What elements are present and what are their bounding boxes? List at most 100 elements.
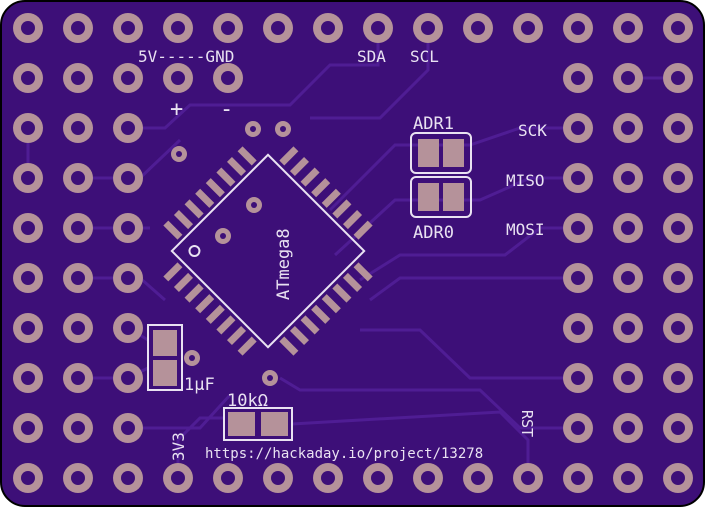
chip-label: ATmega8 [274, 228, 294, 300]
copper-trace [279, 376, 578, 430]
through-hole-pad [13, 413, 43, 443]
v33-label: 3V3 [169, 432, 188, 461]
through-hole-pad [563, 313, 593, 343]
through-hole-pad [13, 113, 43, 143]
through-hole-pad [663, 413, 693, 443]
resistor-footprint [223, 407, 293, 441]
chip-pin [237, 146, 257, 166]
through-hole-pad [63, 363, 93, 393]
through-hole-pad [313, 463, 343, 493]
through-hole-pad [463, 13, 493, 43]
chip-pin [173, 272, 194, 293]
through-hole-pad [63, 163, 93, 193]
chip-pin [289, 325, 310, 346]
through-hole-pad [613, 13, 643, 43]
through-hole-pad [563, 263, 593, 293]
chip-pin [205, 304, 225, 324]
chip-pin [321, 188, 341, 208]
chip-pin [195, 188, 215, 208]
copper-trace [333, 176, 578, 257]
through-hole-pad [563, 163, 593, 193]
copper-trace [128, 393, 232, 430]
through-hole-pad [313, 13, 343, 43]
through-hole-pad [613, 463, 643, 493]
through-hole-pad [613, 213, 643, 243]
through-hole-pad [63, 113, 93, 143]
copper-trace [369, 276, 578, 302]
through-hole-pad [563, 213, 593, 243]
through-hole-pad [613, 113, 643, 143]
through-hole-pad [563, 413, 593, 443]
through-hole-pad [13, 13, 43, 43]
adr1-jumper [410, 132, 472, 174]
through-hole-pad [13, 213, 43, 243]
through-hole-pad [163, 63, 193, 93]
chip-pin [195, 294, 215, 314]
through-hole-pad [113, 263, 143, 293]
through-hole-pad [563, 113, 593, 143]
copper-trace [291, 410, 530, 478]
through-hole-pad [13, 463, 43, 493]
chip-body-outline [170, 153, 366, 349]
through-hole-pad [513, 13, 543, 43]
rst-label: RST [518, 410, 536, 437]
through-hole-pad [63, 413, 93, 443]
miso-label: MISO [506, 171, 545, 190]
through-hole-pad [213, 463, 243, 493]
chip-pin1-marker [188, 245, 201, 257]
chip-pin [216, 167, 236, 187]
through-hole-pad [13, 263, 43, 293]
through-hole-pad [113, 363, 143, 393]
adr0-label: ADR0 [413, 223, 454, 243]
through-hole-pad [663, 313, 693, 343]
through-hole-pad [63, 463, 93, 493]
through-hole-pad [113, 13, 143, 43]
copper-trace [310, 28, 430, 120]
adr1-label: ADR1 [413, 114, 454, 134]
through-hole-pad [563, 463, 593, 493]
chip-pin [184, 199, 204, 219]
through-hole-pad [263, 13, 293, 43]
through-hole-pad [13, 163, 43, 193]
chip-pin [300, 167, 320, 187]
through-hole-pad [163, 13, 193, 43]
through-hole-pad [263, 463, 293, 493]
through-hole-pad [113, 113, 143, 143]
through-hole-pad [613, 413, 643, 443]
scl-label: SCL [410, 47, 439, 66]
sda-label: SDA [357, 47, 386, 66]
through-hole-pad [63, 213, 93, 243]
through-hole-pad [563, 363, 593, 393]
copper-trace [128, 28, 380, 130]
resistor-label: 10kΩ [227, 391, 268, 411]
chip-pin [173, 209, 194, 230]
through-hole-pad [13, 363, 43, 393]
through-hole-pad [113, 413, 143, 443]
chip-pin [342, 272, 363, 293]
through-hole-pad [13, 63, 43, 93]
copper-trace [359, 226, 578, 282]
through-hole-pad [63, 263, 93, 293]
through-hole-pad [113, 313, 143, 343]
chip-pin [205, 178, 225, 198]
through-hole-pad [613, 163, 643, 193]
through-hole-pad [63, 63, 93, 93]
through-hole-pad [113, 63, 143, 93]
chip-pin [332, 283, 352, 303]
chip-pin [353, 262, 373, 282]
chip-pin [226, 325, 247, 346]
through-hole-pad [163, 463, 193, 493]
chip-pin [163, 220, 183, 240]
copper-trace [360, 328, 578, 380]
through-hole-pad [663, 13, 693, 43]
through-hole-pad [13, 313, 43, 343]
through-hole-pad [213, 63, 243, 93]
through-hole-pad [663, 363, 693, 393]
project-url: https://hackaday.io/project/13278 [205, 446, 483, 462]
chip-pin [289, 156, 310, 177]
through-hole-pad [663, 113, 693, 143]
through-hole-pad [663, 163, 693, 193]
through-hole-pad [663, 63, 693, 93]
